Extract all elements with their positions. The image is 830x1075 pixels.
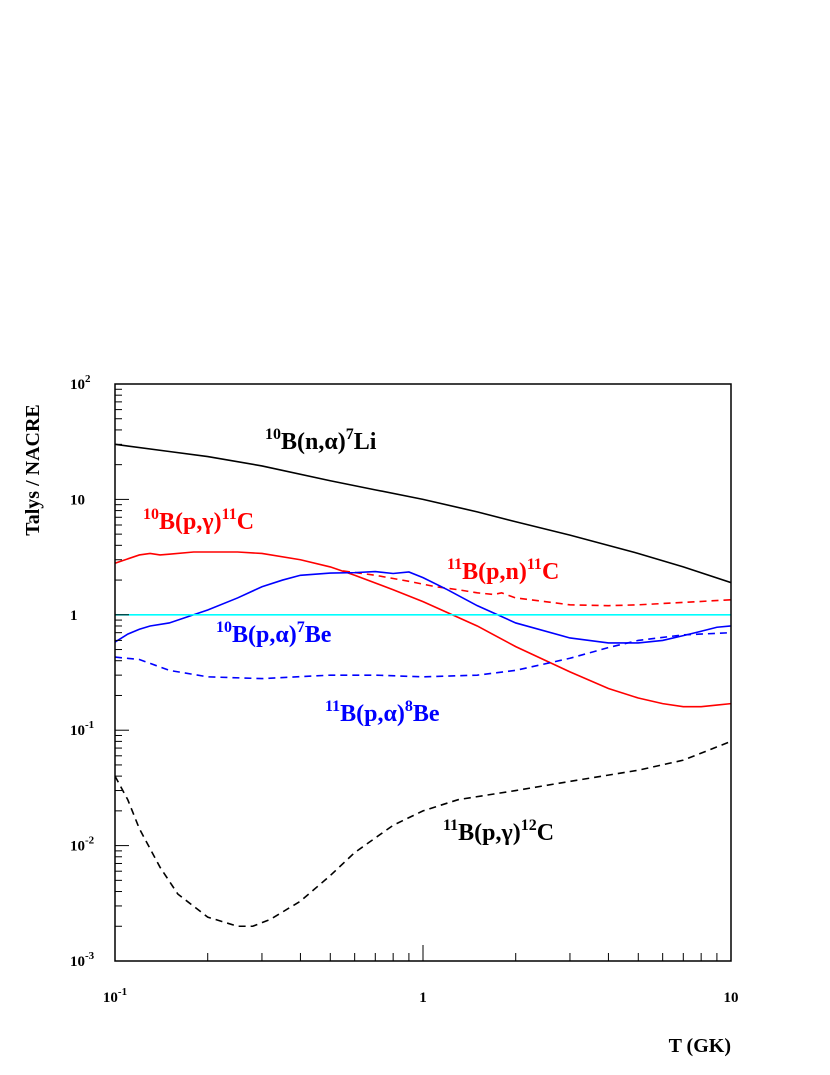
series-line-3 (115, 570, 731, 644)
series-line-5 (115, 740, 731, 928)
series-line-1 (115, 551, 731, 708)
x-axis-label: T (GK) (669, 1035, 731, 1057)
y-tick-label: 10-1 (70, 719, 94, 739)
series-labels: 10B(n,α)7Li 10B(p,γ)11C 11B(p,n)11C 10B(p,α… (143, 426, 559, 846)
y-tick-label: 10-3 (70, 950, 95, 970)
y-tick-label: 10-2 (70, 835, 95, 855)
x-tick-label: 10-1 (103, 986, 127, 1006)
series-line-4 (115, 631, 731, 680)
x-tick-label: 1 (419, 990, 427, 1006)
y-tick-label: 10 (70, 492, 85, 508)
series-label-1: 10B(p,γ)11C (143, 506, 254, 535)
series-label-0: 10B(n,α)7Li (265, 426, 377, 455)
series-label-3: 10B(p,α)7Be (216, 619, 332, 648)
x-tick-label: 10 (724, 990, 739, 1006)
y-tick-label: 1 (70, 608, 78, 624)
series-line-2 (342, 570, 731, 607)
axis-ticks (114, 383, 718, 962)
series-layer (115, 443, 731, 928)
series-line-0 (115, 443, 731, 584)
y-tick-label: 102 (70, 373, 91, 393)
y-axis-label: Talys / NACRE (22, 404, 44, 536)
series-label-5: 11B(p,γ)12C (443, 817, 554, 846)
series-label-4: 11B(p,α)8Be (325, 698, 440, 727)
series-label-2: 11B(p,n)11C (447, 556, 559, 585)
plot-frame (114, 383, 732, 962)
tick-labels: 10-3 10-2 10-1 1 10 102 10-1 1 10 (70, 373, 739, 1006)
